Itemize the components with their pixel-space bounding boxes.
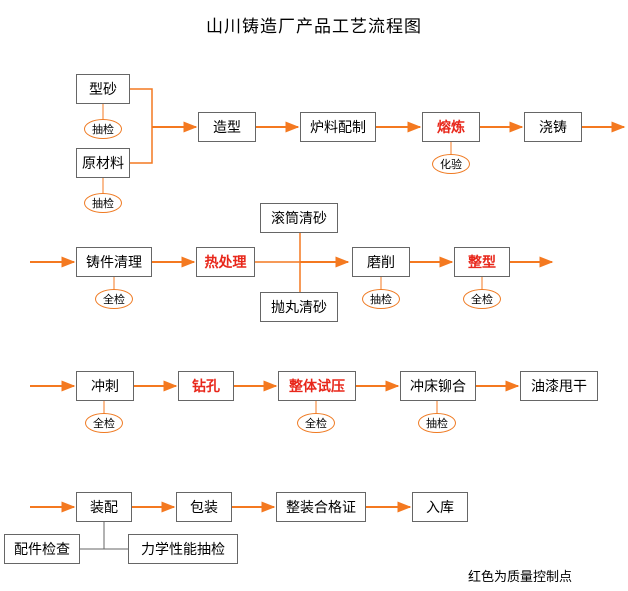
step-molding-sand: 型砂 [76, 74, 130, 104]
step-raw-materials: 原材料 [76, 148, 130, 178]
merge-bracket [128, 88, 153, 164]
step-molding: 造型 [198, 112, 256, 142]
check-full: 全检 [85, 413, 123, 433]
check-full: 全检 [463, 289, 501, 309]
step-certificate: 整装合格证 [276, 492, 366, 522]
step-press-riveting: 冲床铆合 [400, 371, 476, 401]
step-smelting: 熔炼 [422, 112, 480, 142]
check-chemical-analysis: 化验 [432, 154, 470, 174]
diagram-title: 山川铸造厂产品工艺流程图 [206, 17, 422, 37]
step-assembly: 装配 [76, 492, 132, 522]
check-full: 全检 [95, 289, 133, 309]
step-drum-sand-cleaning: 滚筒清砂 [260, 203, 338, 233]
legend-note: 红色为质量控制点 [468, 570, 573, 585]
step-paint-spin-dry: 油漆甩干 [520, 371, 598, 401]
step-packaging: 包装 [176, 492, 232, 522]
step-punching: 冲刺 [76, 371, 134, 401]
check-sampling: 抽检 [418, 413, 456, 433]
check-sampling: 抽检 [84, 193, 122, 213]
step-grinding: 磨削 [352, 247, 410, 277]
step-pouring: 浇铸 [524, 112, 582, 142]
step-heat-treatment: 热处理 [196, 247, 255, 277]
step-warehousing: 入库 [412, 492, 468, 522]
step-drilling: 钻孔 [178, 371, 234, 401]
check-sampling: 抽检 [362, 289, 400, 309]
step-casting-cleaning: 铸件清理 [76, 247, 152, 277]
step-charge-preparation: 炉料配制 [300, 112, 376, 142]
step-mechanical-test: 力学性能抽检 [128, 534, 238, 564]
check-full: 全检 [297, 413, 335, 433]
step-shaping: 整型 [454, 247, 510, 277]
check-sampling: 抽检 [84, 119, 122, 139]
step-pressure-test: 整体试压 [278, 371, 356, 401]
step-shot-blasting: 抛丸清砂 [260, 292, 338, 322]
step-parts-inspection: 配件检查 [4, 534, 80, 564]
